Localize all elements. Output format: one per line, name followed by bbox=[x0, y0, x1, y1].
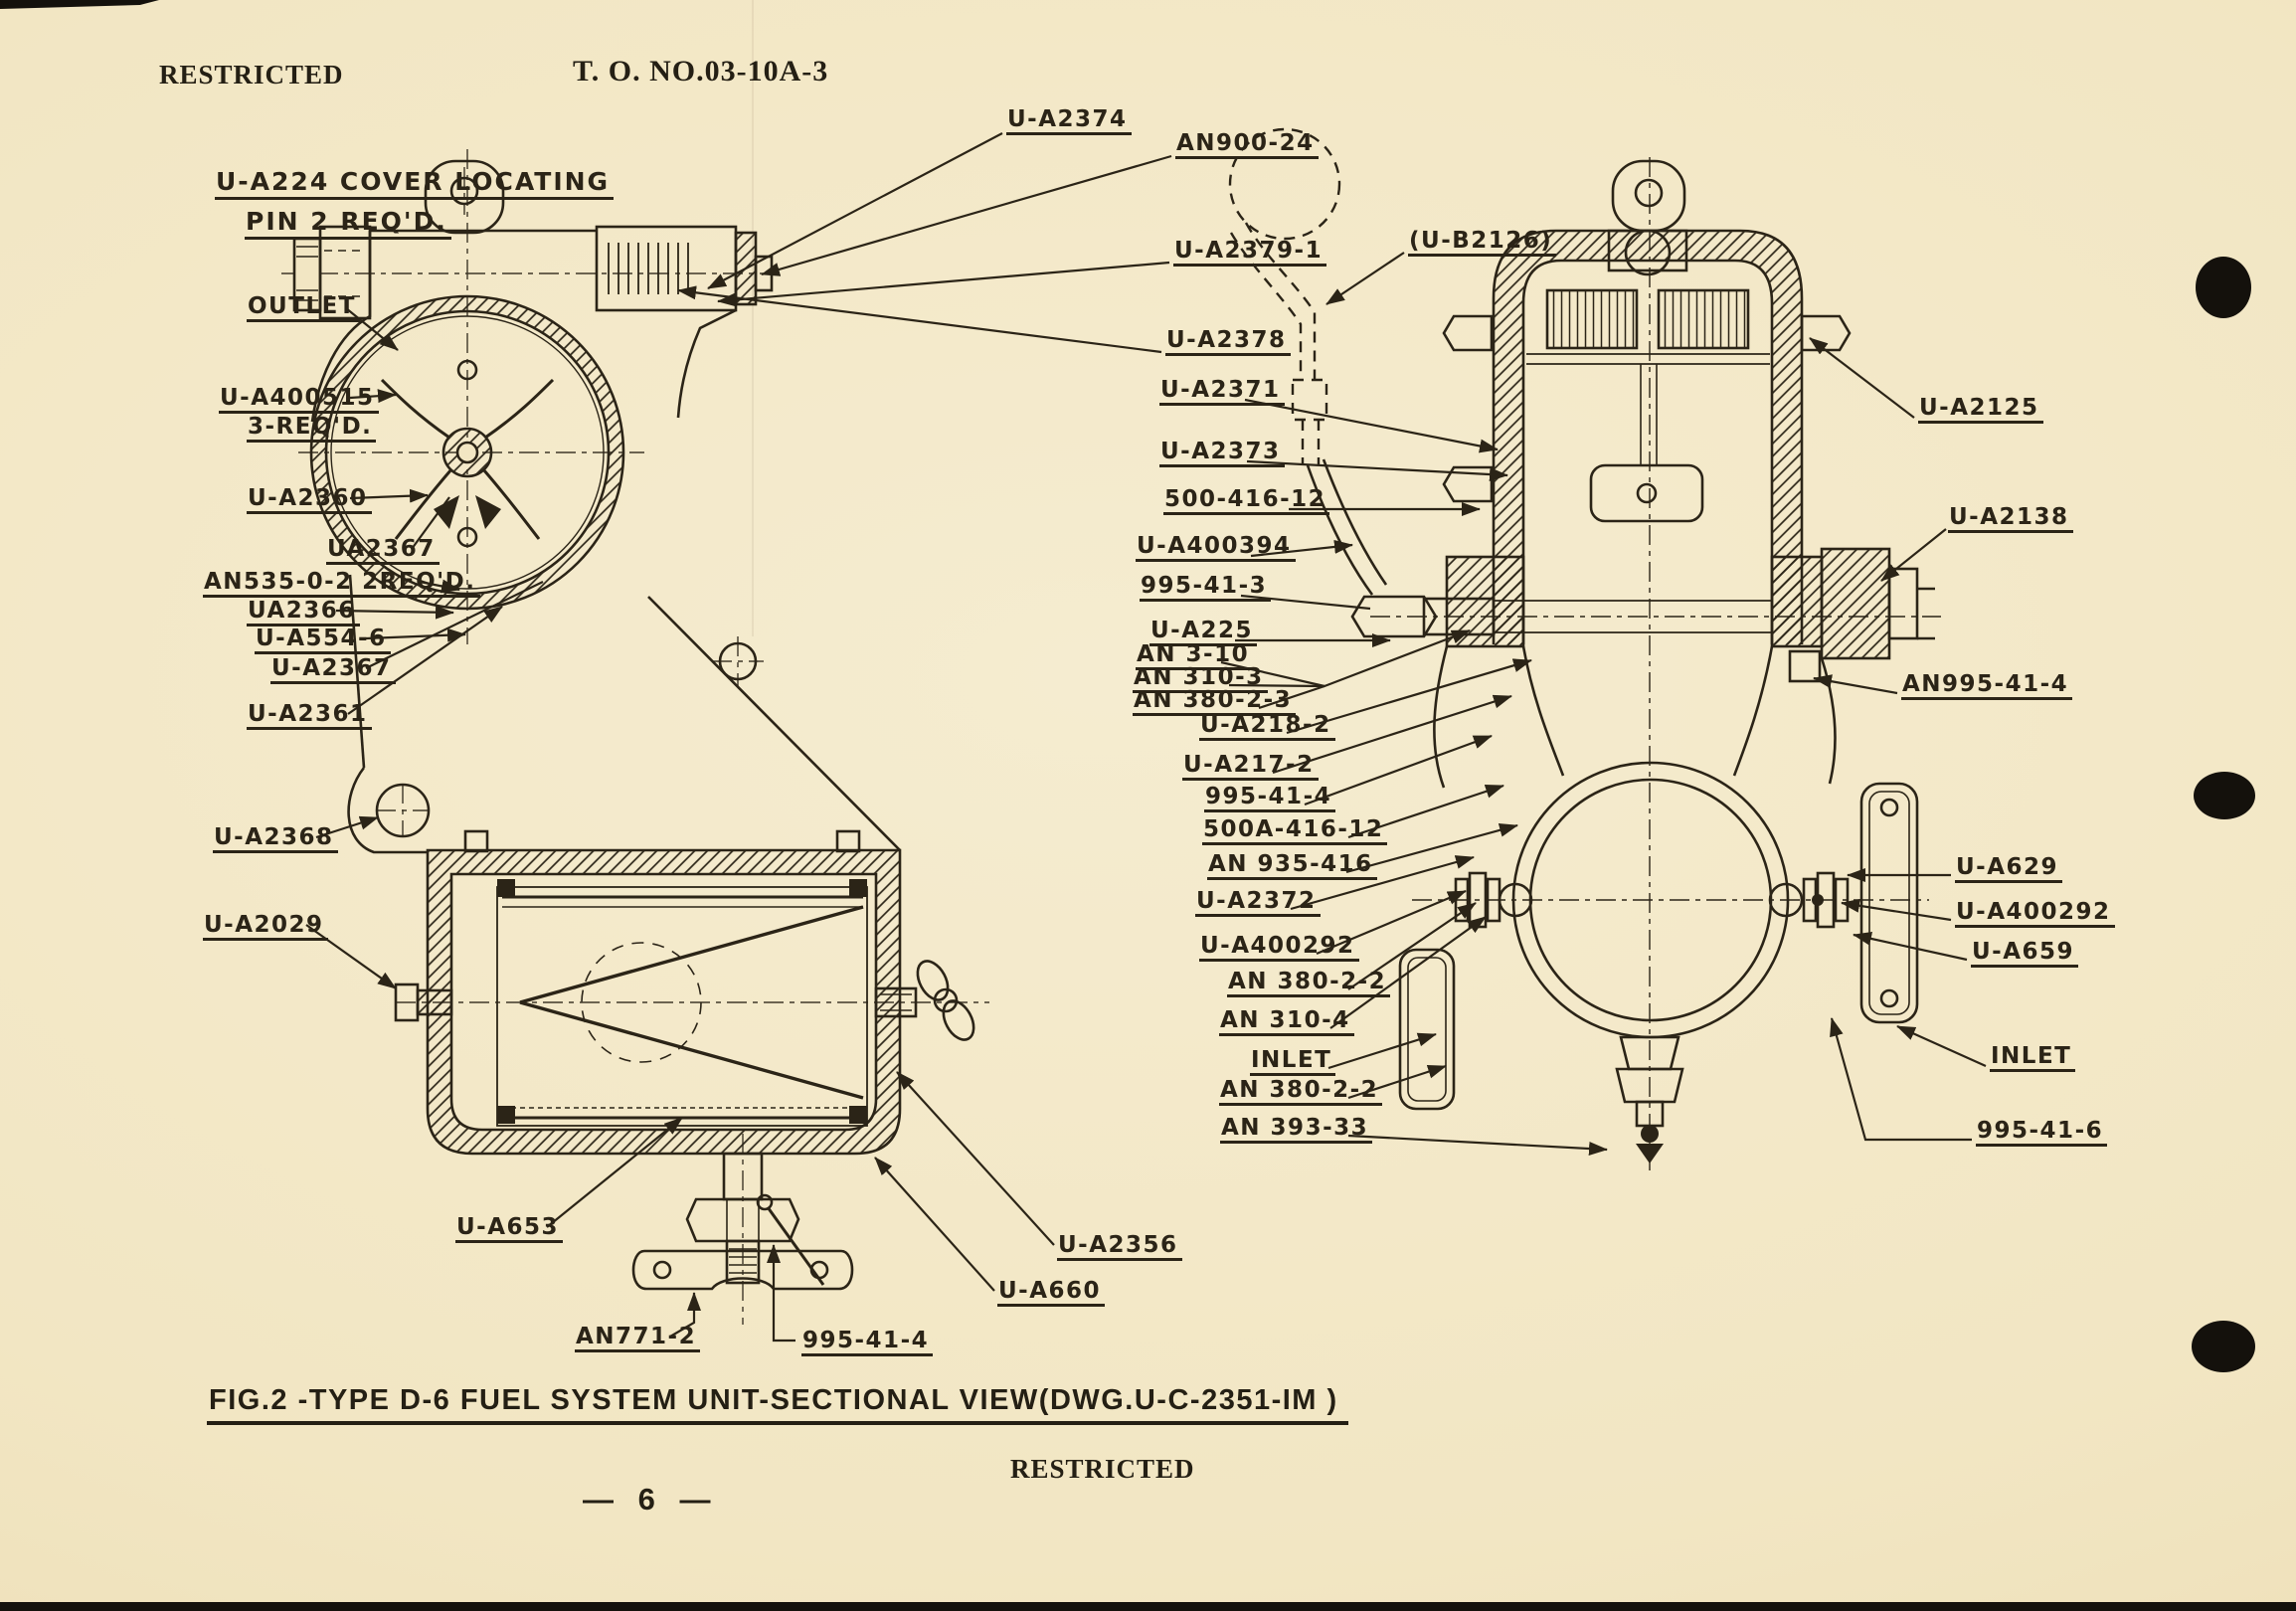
callout-label: AN 3-10 bbox=[1136, 642, 1254, 671]
callout-label: UA2366 bbox=[247, 599, 360, 627]
callout-label: U-A225 bbox=[1149, 619, 1258, 647]
scan-edge-artifact bbox=[0, 0, 159, 9]
callout-label: U-A2379-1 bbox=[1173, 239, 1327, 268]
callout-label: 3-REQ'D. bbox=[247, 415, 377, 444]
callout-label: UA2367 bbox=[326, 537, 440, 566]
callout-label: AN 380-2-2 bbox=[1227, 970, 1391, 998]
classification-header: RESTRICTED bbox=[159, 60, 344, 90]
page-fold-shadow bbox=[752, 0, 754, 636]
callout-label: U-A218-2 bbox=[1199, 713, 1335, 742]
callout-label: AN900-24 bbox=[1175, 131, 1319, 160]
callout-label: U-A400515 bbox=[219, 386, 379, 415]
callout-label: AN 310-3 bbox=[1133, 665, 1268, 694]
callout-label: U-A554-6 bbox=[255, 626, 391, 655]
left-figure bbox=[281, 149, 989, 1325]
scan-edge-artifact bbox=[0, 1602, 2296, 1611]
callout-label: U-A400394 bbox=[1136, 534, 1296, 563]
callout-label: (U-B2126) bbox=[1408, 229, 1557, 258]
callout-label: AN 380-2-3 bbox=[1133, 688, 1297, 717]
callout-label: U-A2029 bbox=[203, 913, 328, 942]
callout-label: 500A-416-12 bbox=[1202, 817, 1388, 846]
callout-label: U-A400292 bbox=[1199, 934, 1359, 963]
callout-label: OUTLET bbox=[247, 294, 360, 323]
callout-label: U-A400292 bbox=[1955, 900, 2115, 929]
note-line-2: PIN 2 REQ'D. bbox=[245, 207, 451, 240]
technical-order-number: T. O. NO.03-10A-3 bbox=[573, 55, 829, 88]
figure-caption: FIG.2 -TYPE D-6 FUEL SYSTEM UNIT-SECTION… bbox=[207, 1384, 1348, 1425]
callout-label: U-A217-2 bbox=[1182, 753, 1319, 782]
callout-label: U-A2125 bbox=[1918, 396, 2043, 425]
callout-label: AN995-41-4 bbox=[1901, 672, 2073, 701]
page-number: — 6 — bbox=[583, 1482, 719, 1517]
phantom-hose bbox=[1228, 127, 1341, 465]
callout-label: U-A2367 bbox=[270, 656, 396, 685]
callout-label: U-A2373 bbox=[1159, 440, 1285, 468]
callout-label: U-A2374 bbox=[1006, 107, 1132, 136]
callout-label: 500-416-12 bbox=[1163, 487, 1330, 516]
callout-label: U-A2368 bbox=[213, 825, 338, 854]
callout-label: U-A2138 bbox=[1948, 505, 2073, 534]
right-figure bbox=[1306, 157, 1941, 1173]
callout-label: AN 393-33 bbox=[1220, 1116, 1373, 1145]
callout-label: U-A2378 bbox=[1165, 328, 1291, 357]
callout-label: U-A2356 bbox=[1057, 1233, 1182, 1262]
note-line-1: U-A224 COVER LOCATING bbox=[215, 167, 615, 200]
callout-label: AN771-2 bbox=[575, 1325, 701, 1353]
leader-lines bbox=[305, 132, 1987, 1342]
callout-label: INLET bbox=[1250, 1048, 1336, 1077]
callout-label: U-A2360 bbox=[247, 486, 372, 515]
classification-footer: RESTRICTED bbox=[1010, 1454, 1195, 1484]
callout-label: 995-41-6 bbox=[1976, 1119, 2108, 1148]
callout-label: AN 310-4 bbox=[1219, 1008, 1354, 1037]
callout-label: U-A2372 bbox=[1195, 889, 1321, 918]
callout-label: INLET bbox=[1990, 1044, 2076, 1073]
callout-label: AN535-0-2 2REQ'D. bbox=[203, 570, 480, 599]
callout-label: 995-41-3 bbox=[1140, 574, 1272, 603]
binder-hole-mark bbox=[2194, 772, 2255, 819]
callout-label: AN 380-2-2 bbox=[1219, 1078, 1383, 1107]
callout-label: 995-41-4 bbox=[1204, 785, 1336, 813]
binder-hole-mark bbox=[2196, 257, 2251, 318]
callout-label: U-A659 bbox=[1971, 940, 2079, 969]
binder-hole-mark bbox=[2192, 1321, 2255, 1372]
callout-label: U-A653 bbox=[455, 1215, 564, 1244]
callout-label: U-A660 bbox=[997, 1279, 1106, 1308]
callout-label: U-A629 bbox=[1955, 855, 2063, 884]
callout-label: 995-41-4 bbox=[801, 1329, 934, 1357]
callout-label: AN 935-416 bbox=[1207, 852, 1377, 881]
callout-label: U-A2361 bbox=[247, 702, 372, 731]
callout-label: U-A2371 bbox=[1159, 378, 1285, 407]
